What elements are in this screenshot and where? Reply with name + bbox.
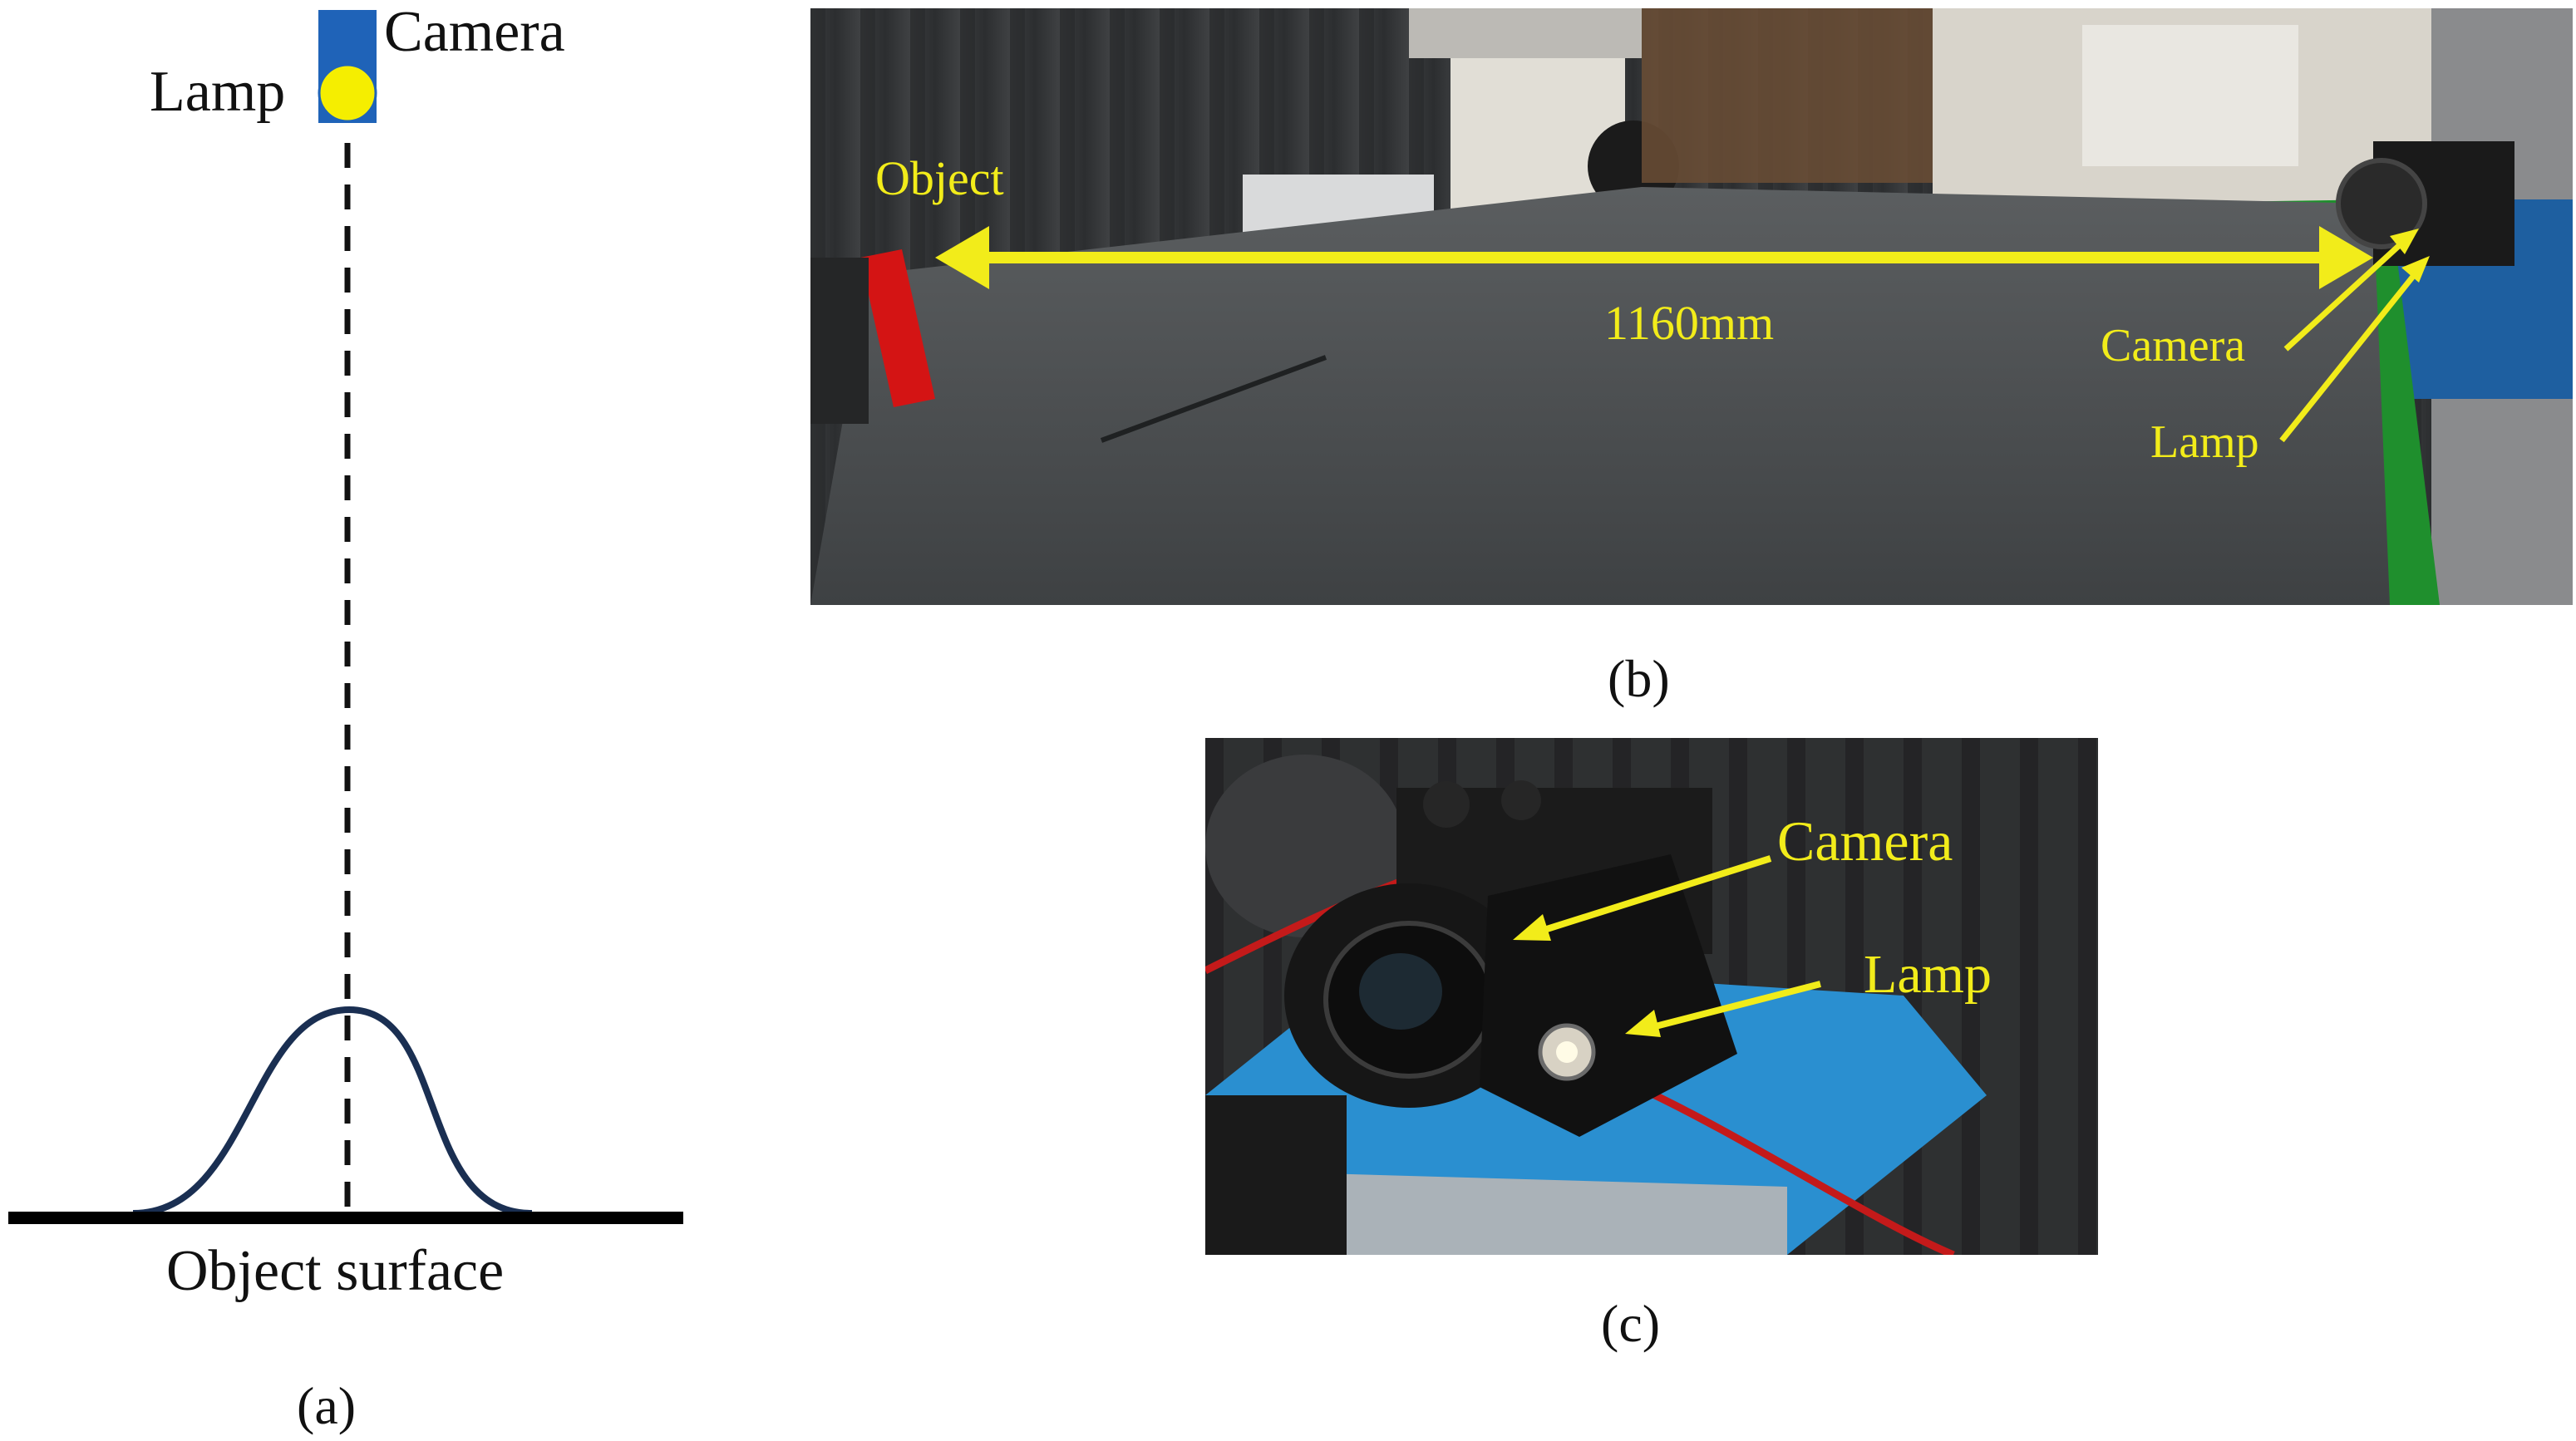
setup-lamp-label: Lamp [2150, 416, 2259, 468]
illumination-curve [132, 1006, 533, 1217]
setup-camera-label: Camera [2101, 320, 2246, 371]
closeup-photo-drawing [1205, 738, 2098, 1255]
camera-pointer-arrow [2283, 240, 2405, 352]
panel-a-drawing [8, 10, 683, 1224]
lamp-icon [318, 63, 377, 123]
lamp-label: Lamp [150, 60, 286, 124]
distance-label: 1160mm [1604, 296, 1775, 350]
closeup-photo: Camera Lamp [1205, 738, 2098, 1255]
distance-arrow-right-head [2319, 226, 2373, 289]
closeup-camera-label: Camera [1777, 809, 1953, 873]
closeup-camera-pointer-arrow [1532, 855, 1772, 937]
object-surface-line [8, 1212, 683, 1224]
closeup-lamp-label: Lamp [1864, 944, 1992, 1005]
object-red-block [860, 249, 935, 407]
setup-photo: Object 1160mm Camera Lamp [810, 8, 2573, 605]
caption-a: (a) [297, 1376, 357, 1435]
object-label: Object [875, 151, 1004, 205]
setup-photo-drawing [810, 8, 2573, 605]
camera-label: Camera [384, 0, 565, 64]
caption-c: (c) [1601, 1294, 1661, 1353]
object-surface-label: Object surface [166, 1239, 505, 1303]
panel-a: Camera Lamp Object surface (a) [0, 0, 748, 1441]
distance-arrow-left-head [935, 226, 989, 289]
closeup-lamp-pointer-arrow [1645, 981, 1821, 1032]
caption-b: (b) [1608, 649, 1670, 708]
lamp-pointer-arrow [2279, 272, 2417, 443]
